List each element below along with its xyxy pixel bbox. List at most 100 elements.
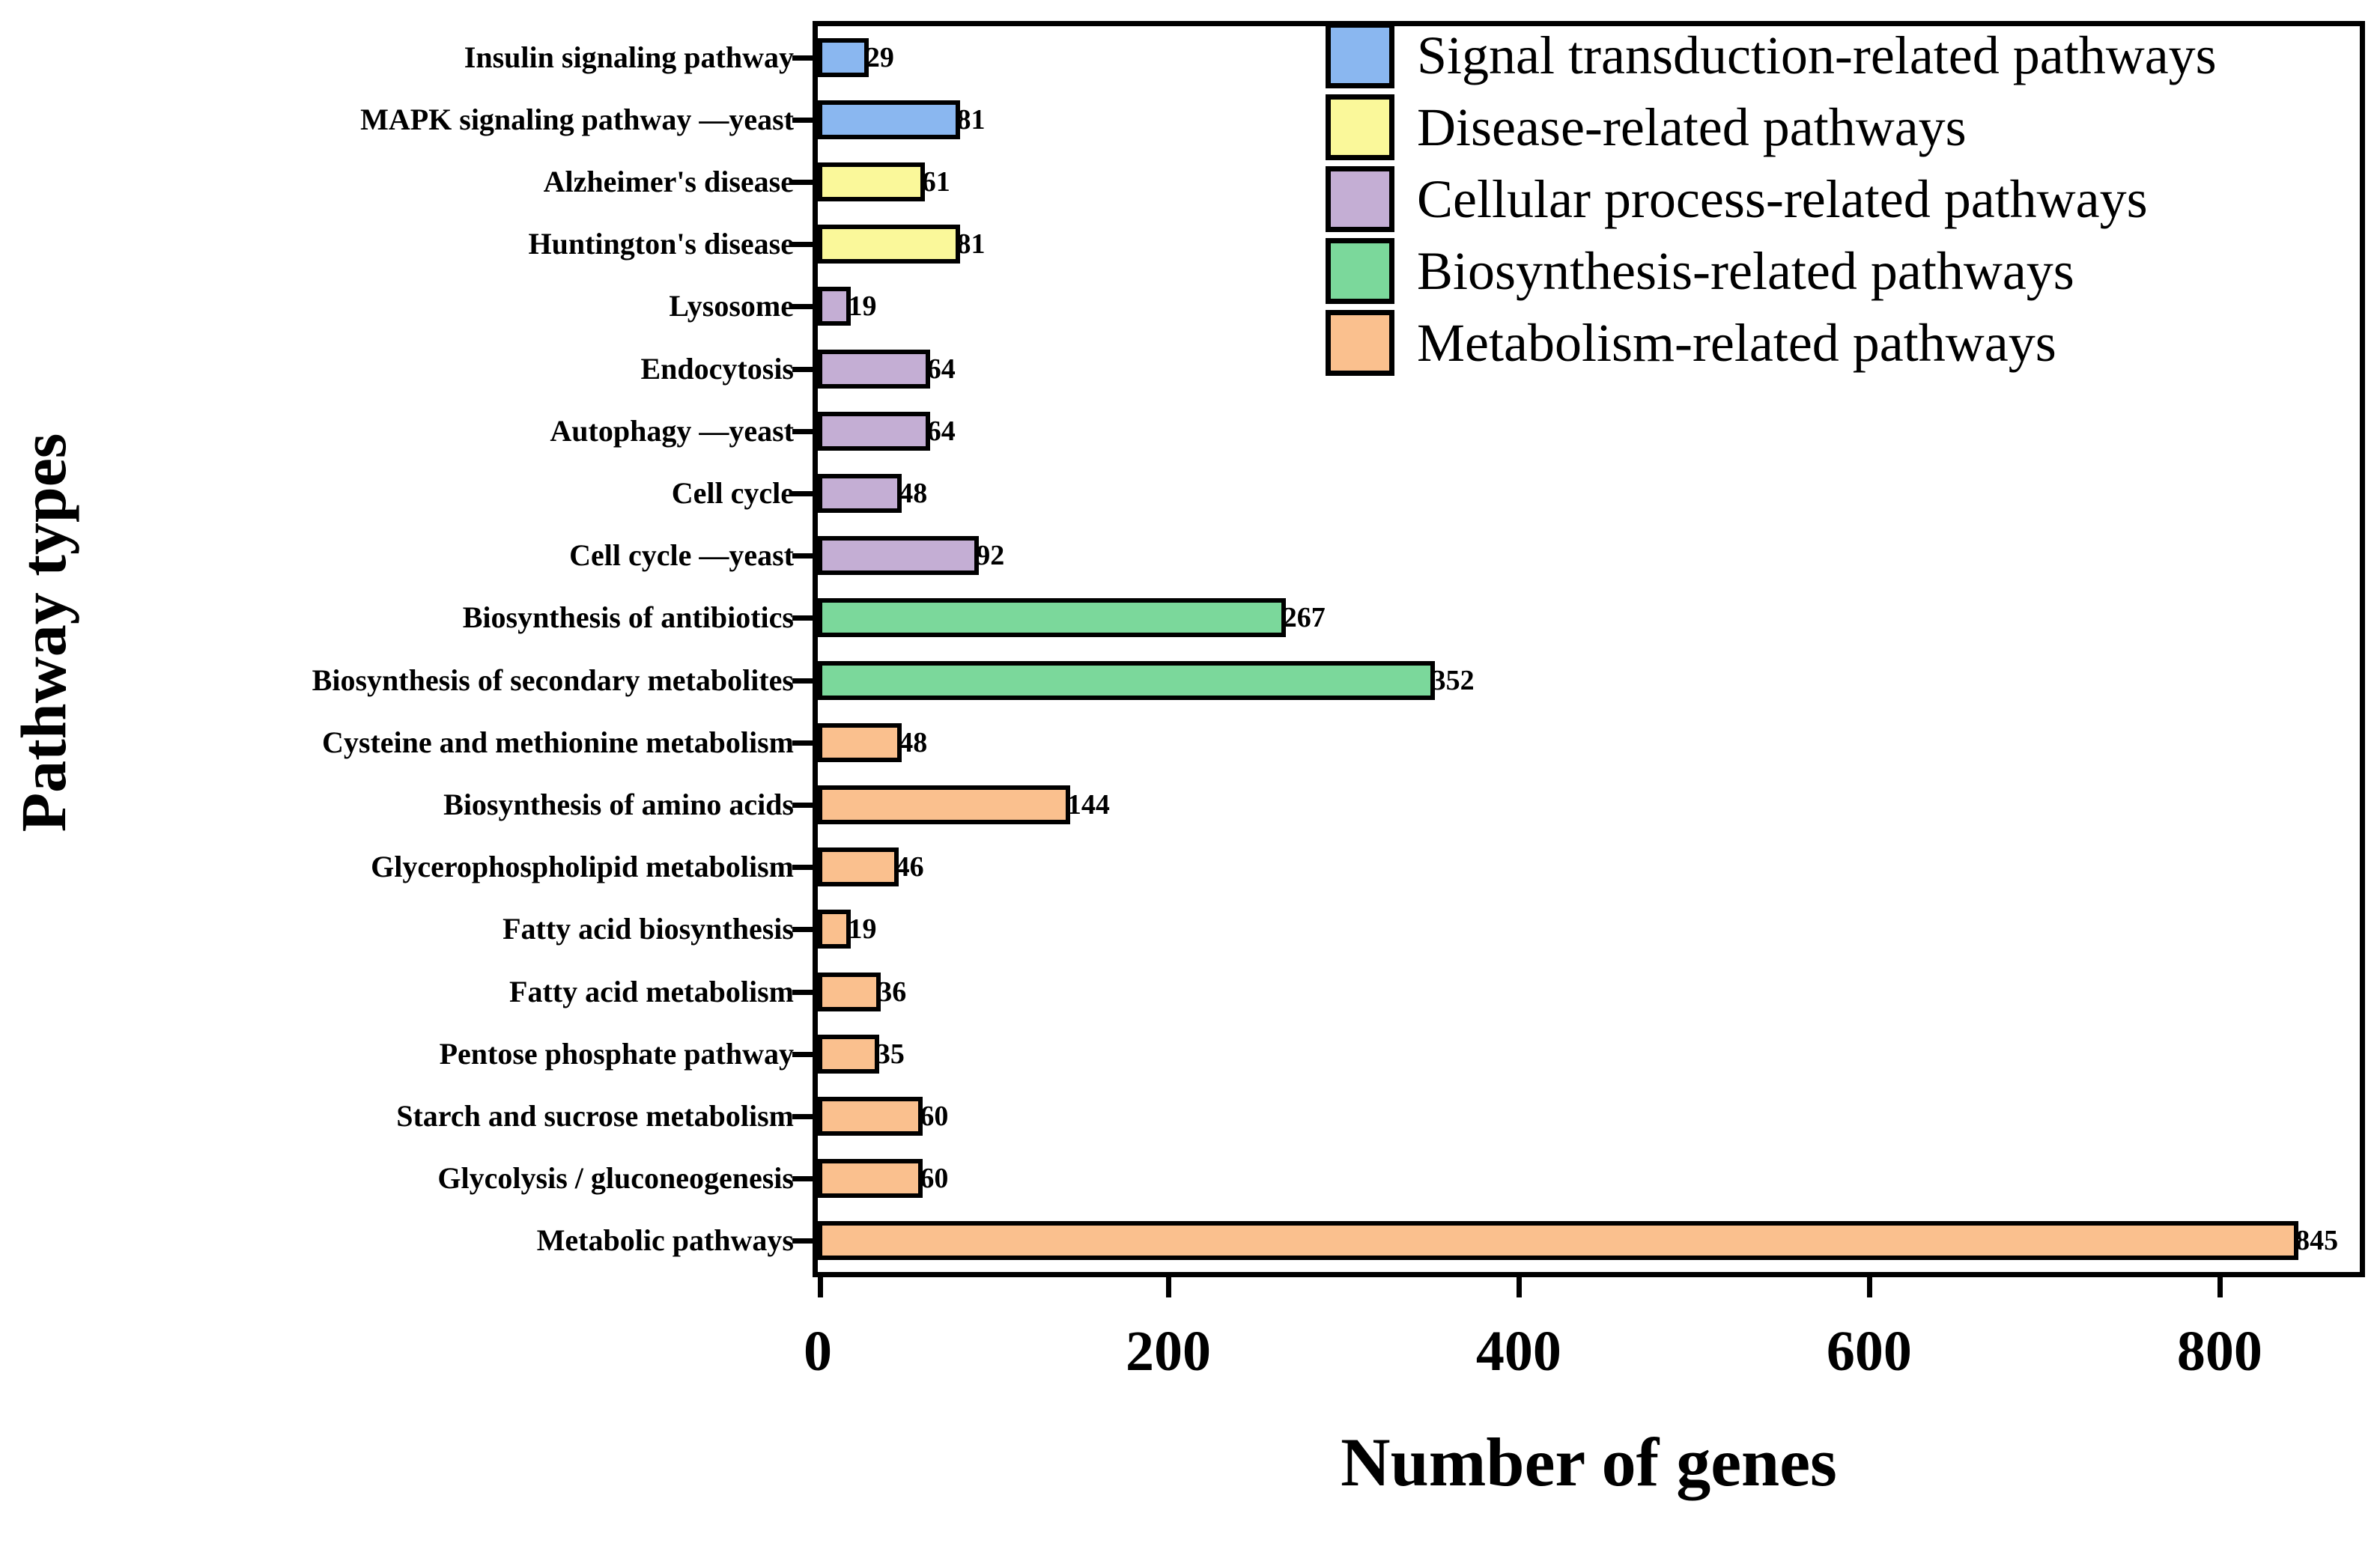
bar <box>818 1221 2299 1261</box>
y-axis-tick <box>792 491 818 496</box>
bar-value-label: 81 <box>956 228 986 261</box>
y-axis-tick-label: Alzheimer's disease <box>543 165 794 198</box>
y-axis-tick-label: Insulin signaling pathway <box>464 40 794 74</box>
y-axis-tick <box>792 1176 818 1182</box>
y-axis-tick-label: Metabolic pathways <box>536 1223 794 1258</box>
x-axis-tick-label: 400 <box>1475 1320 1561 1383</box>
legend-item-label: Signal transduction-related pathways <box>1417 25 2217 85</box>
x-axis-tick <box>1165 1272 1171 1297</box>
y-axis-tick <box>792 927 818 933</box>
y-axis-tick <box>792 989 818 995</box>
y-axis-tick-label: Glycolysis / gluconeogenesis <box>437 1161 794 1196</box>
bar <box>818 1034 879 1074</box>
y-axis-tick-label: MAPK signaling pathway —yeast <box>360 102 794 136</box>
y-axis-tick <box>792 242 818 248</box>
bar-value-label: 29 <box>865 41 894 73</box>
bar <box>818 722 902 762</box>
legend-item[interactable]: Signal transduction-related pathways <box>1326 22 2217 88</box>
legend-item[interactable]: Cellular process-related pathways <box>1326 166 2148 232</box>
bar <box>818 411 930 451</box>
legend-item-label: Cellular process-related pathways <box>1417 169 2148 229</box>
y-axis-tick <box>792 865 818 871</box>
y-axis-tick-label: Biosynthesis of antibiotics <box>462 600 794 635</box>
bar-value-label: 19 <box>848 290 877 323</box>
bar <box>818 660 1435 700</box>
bar <box>818 474 902 513</box>
y-axis-tick-label: Biosynthesis of secondary metabolites <box>312 663 794 697</box>
bar <box>818 100 960 139</box>
bar <box>818 37 869 77</box>
x-axis-tick <box>1866 1272 1872 1297</box>
y-axis-tick <box>792 428 818 434</box>
y-axis-tick-label: Endocytosis <box>640 351 795 386</box>
y-axis-tick <box>792 740 818 746</box>
y-axis-tick-label: Cell cycle <box>671 476 794 510</box>
y-axis-tick <box>792 615 818 621</box>
x-axis-tick-label: 200 <box>1125 1320 1211 1383</box>
bar <box>818 1159 923 1199</box>
y-axis-tick <box>792 1114 818 1119</box>
x-axis-title: Number of genes <box>1341 1424 1837 1500</box>
bar <box>818 598 1286 638</box>
legend-color-swatch <box>1326 310 1394 376</box>
bar <box>818 162 925 201</box>
y-axis-tick <box>792 678 818 684</box>
x-axis-tick <box>818 1272 823 1297</box>
bar-value-label: 46 <box>895 851 924 883</box>
y-axis-tick <box>792 55 818 61</box>
bar-value-label: 64 <box>926 415 956 447</box>
bar-value-label: 61 <box>921 166 950 198</box>
x-axis-tick-label: 0 <box>804 1320 832 1383</box>
y-axis-tick-label: Cysteine and methionine metabolism <box>322 725 794 759</box>
bar-value-label: 36 <box>878 976 907 1008</box>
y-axis-tick-label: Lysosome <box>669 289 794 323</box>
bar-value-label: 60 <box>920 1163 949 1195</box>
y-axis-tick <box>792 180 818 185</box>
bar <box>818 225 960 264</box>
bar-value-label: 144 <box>1066 789 1110 821</box>
legend-item[interactable]: Biosynthesis-related pathways <box>1326 238 2074 304</box>
bar <box>818 847 899 887</box>
y-axis-tick <box>792 304 818 310</box>
x-axis-tick <box>1516 1272 1522 1297</box>
legend-item-label: Metabolism-related pathways <box>1417 313 2056 373</box>
legend-item[interactable]: Metabolism-related pathways <box>1326 310 2056 376</box>
bar-value-label: 64 <box>926 353 956 385</box>
bar-value-label: 35 <box>875 1038 905 1070</box>
y-axis-tick-label: Biosynthesis of amino acids <box>443 788 794 821</box>
y-axis-tick <box>792 366 818 372</box>
bar-value-label: 81 <box>956 103 986 136</box>
y-axis-tick-label: Huntington's disease <box>528 227 794 261</box>
bar-value-label: 48 <box>899 726 928 758</box>
y-axis-tick-label: Fatty acid metabolism <box>509 974 794 1008</box>
bar-value-label: 48 <box>899 478 928 509</box>
y-axis-tick <box>792 1238 818 1244</box>
y-axis-tick-label: Pentose phosphate pathway <box>439 1036 794 1071</box>
legend-color-swatch <box>1326 238 1394 304</box>
y-axis-tick <box>792 1051 818 1057</box>
bar-value-label: 19 <box>848 913 877 946</box>
y-axis-tick <box>792 117 818 123</box>
y-axis-tick-label: Glycerophospholipid metabolism <box>371 850 794 884</box>
y-axis-tick-label: Cell cycle —yeast <box>569 538 794 573</box>
x-axis-tick-label: 600 <box>1826 1320 1912 1383</box>
y-axis-tick <box>792 553 818 559</box>
y-axis-tick <box>792 803 818 808</box>
x-axis-tick <box>2217 1272 2223 1297</box>
bar <box>818 349 930 389</box>
bar-value-label: 267 <box>1282 602 1326 634</box>
legend-item[interactable]: Disease-related pathways <box>1326 94 1967 160</box>
legend-color-swatch <box>1326 166 1394 232</box>
bar <box>818 972 881 1011</box>
legend-color-swatch <box>1326 94 1394 160</box>
y-axis-tick-label: Fatty acid biosynthesis <box>503 912 794 946</box>
bar <box>818 910 851 949</box>
bar <box>818 536 980 576</box>
bar <box>818 785 1070 824</box>
y-axis-title: Pathway types <box>7 433 79 833</box>
bar-value-label: 352 <box>1431 664 1475 696</box>
